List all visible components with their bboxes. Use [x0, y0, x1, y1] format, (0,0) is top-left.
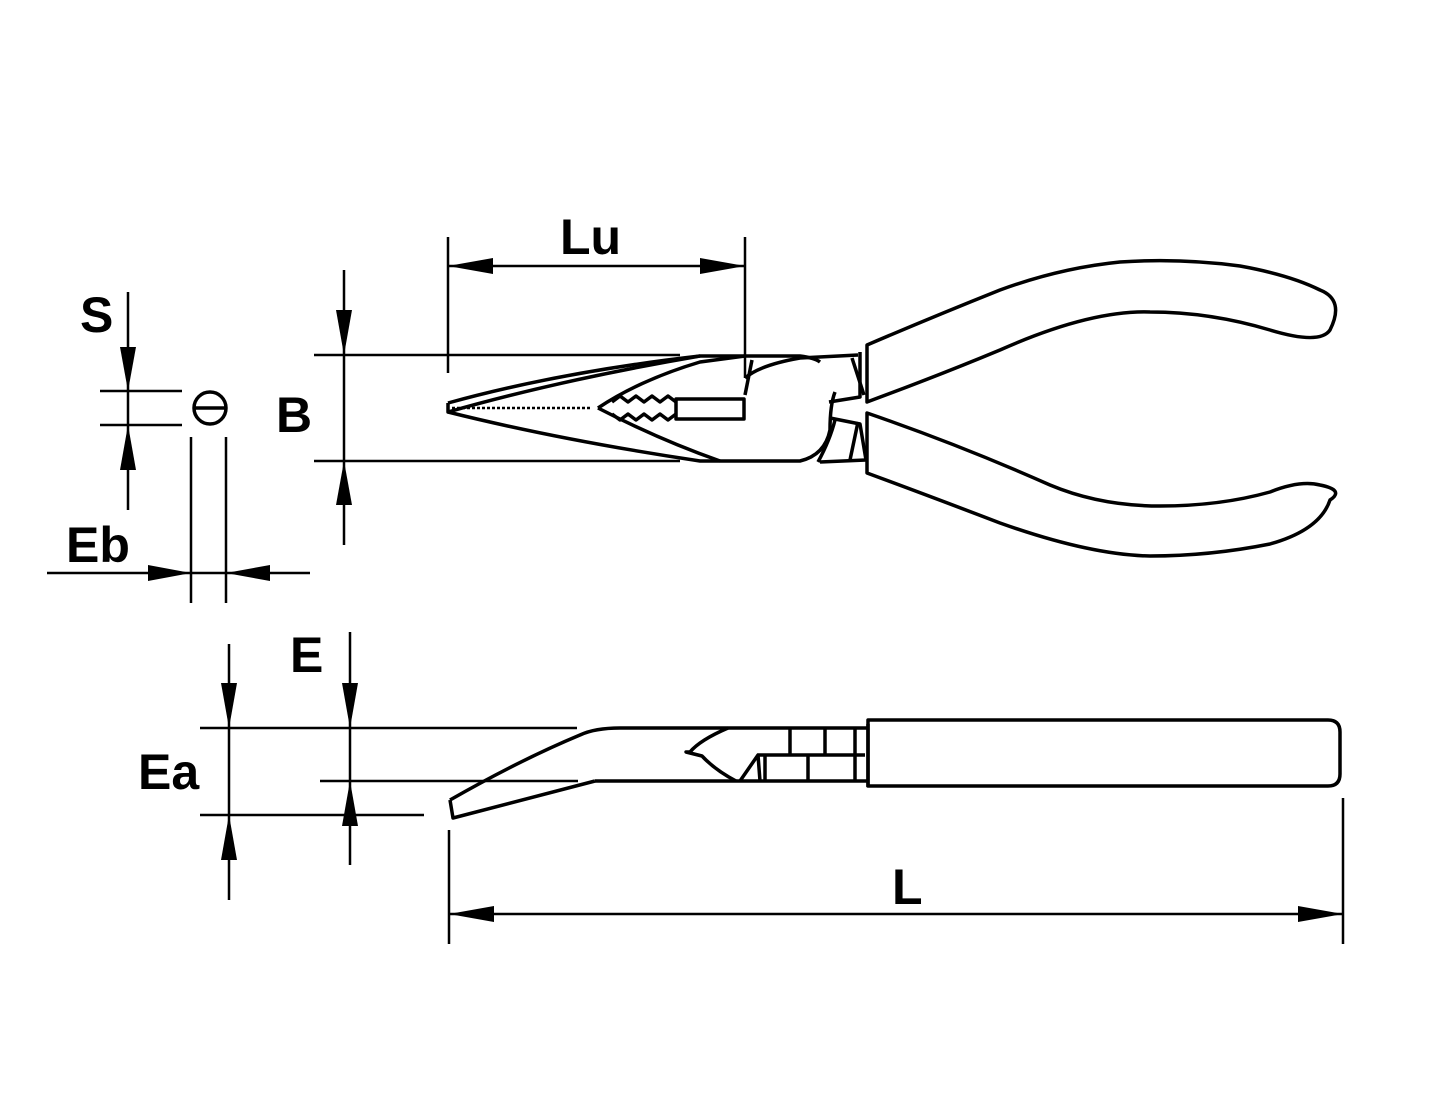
label-lu: Lu	[560, 209, 621, 265]
label-b: B	[276, 387, 312, 443]
cross-section-circle-icon	[192, 390, 228, 426]
width-dimension-b: B	[276, 270, 680, 545]
label-e: E	[290, 627, 323, 683]
jaw-length-dimension-lu: Lu	[446, 209, 747, 378]
label-l: L	[892, 859, 923, 915]
pliers-side-view	[448, 718, 1342, 820]
label-ea: Ea	[138, 744, 200, 800]
cross-section-dimensions: S Eb	[47, 287, 310, 603]
pliers-top-view	[446, 258, 1338, 558]
overall-length-dimension-l: L	[447, 798, 1345, 944]
label-eb: Eb	[66, 517, 130, 573]
label-s: S	[80, 287, 113, 343]
height-dimensions-e-ea: E Ea	[138, 627, 578, 900]
